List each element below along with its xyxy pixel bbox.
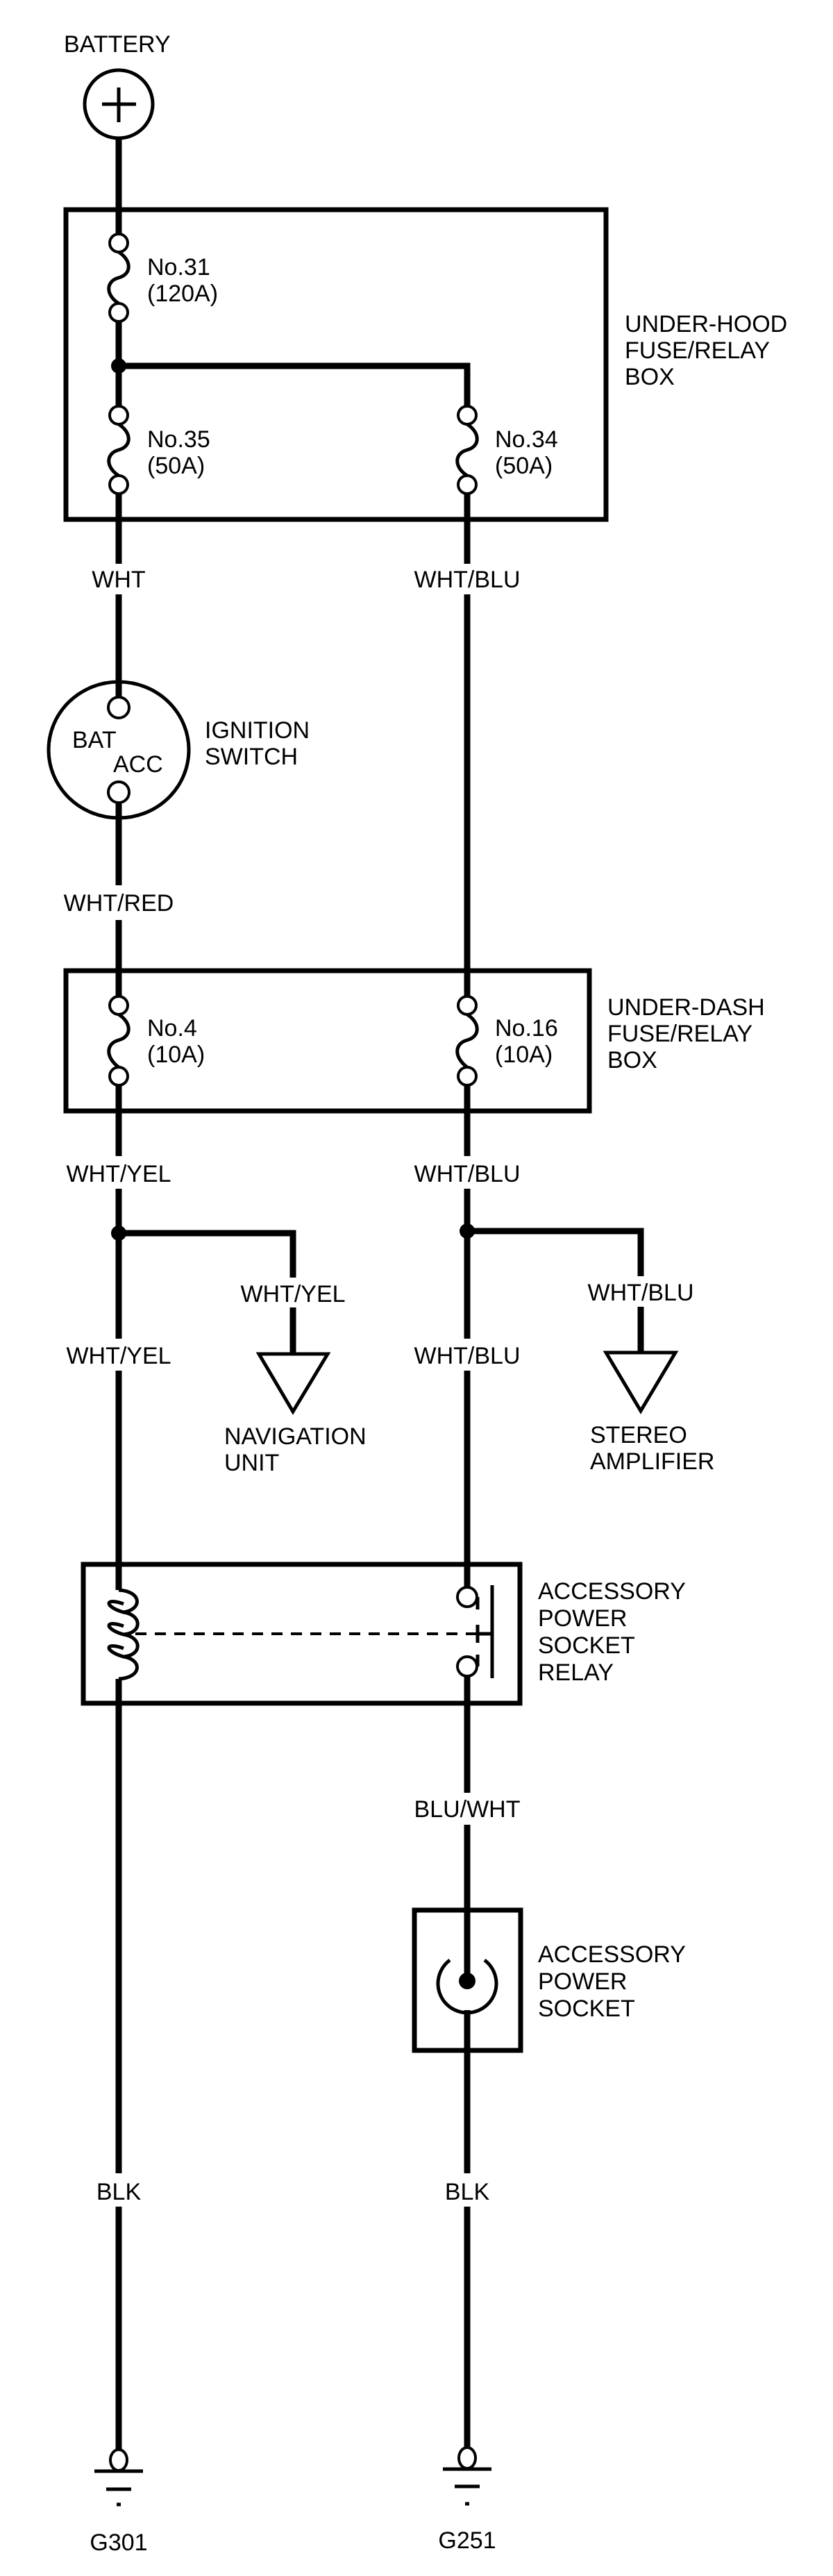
wire-label-stereo-branch: WHT/BLU [588, 1280, 694, 1306]
socket-arc-icon [436, 1958, 498, 2015]
under-dash-box-outline [63, 968, 592, 1114]
fuse-no31: No.31 (120A) [107, 233, 218, 323]
under-dash-fuse-relay-box: No.4 (10A) No.16 (10A) UNDER-DASH FUSE/R… [63, 968, 765, 1114]
under-hood-box-outline [63, 207, 609, 522]
bat-terminal-label: BAT [72, 727, 117, 753]
under-hood-label-line3: BOX [625, 364, 675, 390]
fuse-no4-rating: (10A) [147, 1042, 205, 1068]
socket-contact-dot-icon [459, 1973, 476, 1989]
wire-label-wht-yel-1: WHT/YEL [66, 1161, 171, 1187]
ground-g251-label: G251 [438, 2527, 496, 2554]
relay-contact-icon [456, 1586, 478, 1608]
fuse-terminal-icon [457, 474, 478, 495]
wire-segment [119, 1230, 296, 1278]
ignition-label-line2: SWITCH [205, 744, 298, 770]
wire-label-blk-right: BLK [445, 2179, 490, 2205]
ground-g251: G251 [438, 2446, 496, 2554]
wire-label-wht-blu-1: WHT/BLU [414, 567, 521, 593]
under-hood-label-line1: UNDER-HOOD [625, 311, 787, 337]
wire-label-wht-blu-3: WHT/BLU [414, 1343, 521, 1369]
ground-terminal-icon [109, 2448, 128, 2472]
fuse-element-icon [455, 1012, 479, 1069]
fuse-terminal-icon [457, 995, 478, 1016]
relay-label-line1: ACCESSORY [538, 1578, 686, 1605]
wire-label-wht-blu-2: WHT/BLU [414, 1161, 521, 1187]
navigation-label-line2: UNIT [224, 1450, 279, 1476]
fuse-element-icon [455, 422, 479, 478]
fuse-terminal-icon [457, 405, 478, 426]
wire-label-blu-wht: BLU/WHT [414, 1796, 521, 1823]
ignition-label-line1: IGNITION [205, 717, 310, 744]
stereo-branch: WHT/BLU STEREO AMPLIFIER [460, 1223, 714, 1475]
relay-coil-icon [107, 1588, 140, 1681]
wire-label-wht-red: WHT/RED [64, 890, 174, 917]
navigation-label-line1: NAVIGATION [224, 1423, 367, 1450]
ignition-switch: BAT ACC IGNITION SWITCH [47, 680, 310, 820]
under-hood-fuse-relay-box: No.31 (120A) No.35 (50A) No.34 (50A) UND… [63, 207, 787, 522]
relay-contact-icon [456, 1655, 478, 1678]
socket-label-line1: ACCESSORY [538, 1941, 686, 1968]
fuse-no4: No.4 (10A) [107, 995, 205, 1087]
acc-terminal-label: ACC [113, 751, 163, 778]
bat-terminal-icon [107, 696, 131, 719]
socket-label-line3: SOCKET [538, 1996, 635, 2022]
wire-label-blk-left: BLK [96, 2179, 142, 2205]
under-dash-label-line2: FUSE/RELAY [607, 1021, 752, 1047]
relay-label-line2: POWER [538, 1605, 627, 1632]
ignition-switch-outline [47, 680, 191, 820]
socket-label-line2: POWER [538, 1968, 627, 1995]
right-wire [119, 362, 471, 2450]
relay-label-line4: RELAY [538, 1659, 614, 1686]
relay-label-line3: SOCKET [538, 1632, 635, 1659]
fuse-no16-rating: (10A) [495, 1042, 553, 1068]
fuse-terminal-icon [108, 474, 129, 495]
fuse-no35: No.35 (50A) [107, 405, 210, 495]
fuse-terminal-icon [108, 233, 129, 253]
junction-dot [111, 358, 126, 374]
navigation-branch: WHT/YEL NAVIGATION UNIT [111, 1226, 367, 1476]
ground-g301: G301 [90, 2448, 148, 2556]
fuse-terminal-icon [108, 405, 129, 426]
relay-box-outline [81, 1562, 523, 1706]
fuse-terminal-icon [108, 995, 129, 1016]
wire-label-nav-branch: WHT/YEL [240, 1281, 345, 1307]
fuse-no4-name: No.4 [147, 1015, 197, 1042]
ground-terminal-icon [457, 2446, 477, 2470]
connector-triangle-icon [603, 1350, 679, 1414]
wire-label-wht: WHT [92, 567, 145, 593]
fuse-no34-name: No.34 [495, 426, 558, 453]
acc-terminal-icon [107, 780, 131, 804]
fuse-no16: No.16 (10A) [455, 995, 558, 1087]
under-dash-label-line3: BOX [607, 1047, 657, 1073]
fuse-terminal-icon [108, 1066, 129, 1087]
battery: BATTERY [64, 31, 171, 140]
stereo-label-line2: AMPLIFIER [590, 1448, 714, 1475]
ground-g301-label: G301 [90, 2529, 147, 2556]
accessory-power-socket: ACCESSORY POWER SOCKET [412, 1907, 686, 2053]
fuse-element-icon [107, 250, 131, 306]
fuse-no35-rating: (50A) [147, 453, 205, 479]
wire-segment [119, 362, 471, 405]
fuse-terminal-icon [457, 1066, 478, 1087]
under-dash-label-line1: UNDER-DASH [607, 994, 765, 1021]
fuse-no31-rating: (120A) [147, 281, 218, 307]
connector-triangle-icon [255, 1352, 331, 1415]
fuse-terminal-icon [108, 302, 129, 323]
fuse-element-icon [107, 1012, 131, 1069]
fuse-no34: No.34 (50A) [455, 405, 558, 495]
fuse-element-icon [107, 422, 131, 478]
stereo-label-line1: STEREO [590, 1422, 687, 1448]
under-hood-label-line2: FUSE/RELAY [625, 337, 770, 364]
battery-label: BATTERY [64, 31, 171, 58]
fuse-no16-name: No.16 [495, 1015, 558, 1042]
wire-label-wht-yel-2: WHT/YEL [66, 1343, 171, 1369]
fuse-no35-name: No.35 [147, 426, 210, 453]
accessory-power-socket-relay: ACCESSORY POWER SOCKET RELAY [81, 1562, 686, 1706]
fuse-no34-rating: (50A) [495, 453, 553, 479]
fuse-no31-name: No.31 [147, 254, 210, 281]
wire-segment [467, 1228, 644, 1276]
